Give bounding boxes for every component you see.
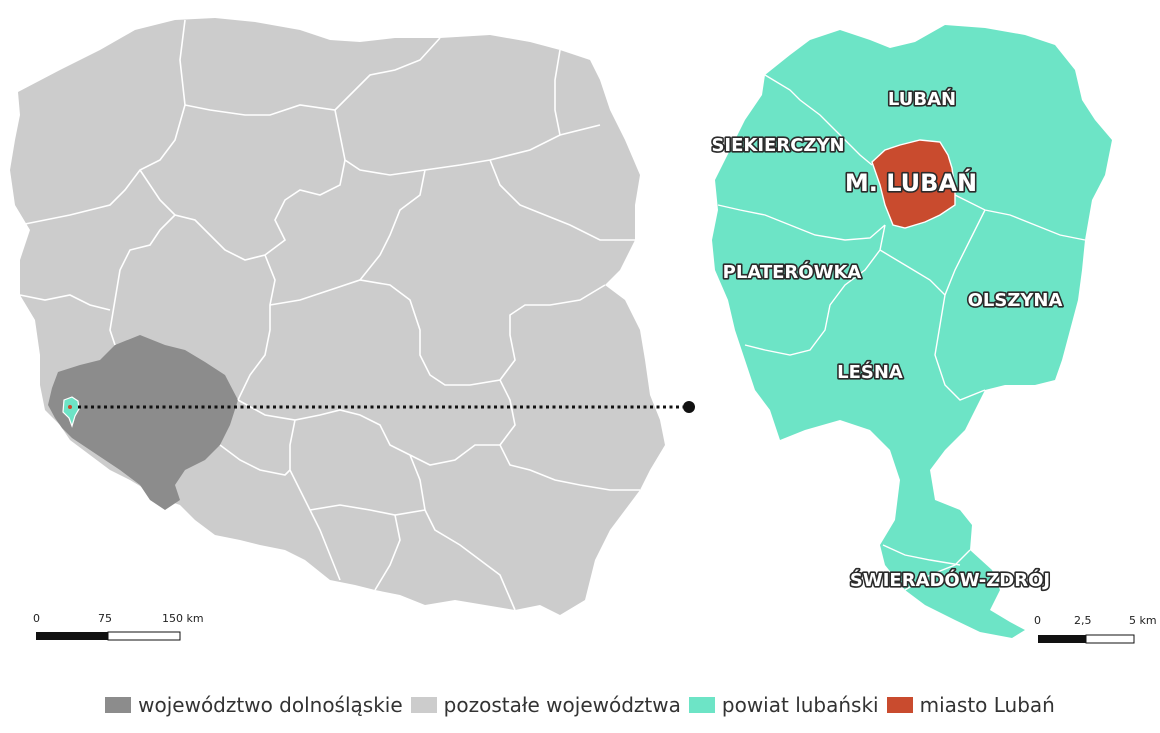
label-swieradow: ŚWIERADÓW-ZDRÓJ	[850, 569, 1050, 591]
legend: województwo dolnośląskie pozostałe wojew…	[0, 693, 1160, 717]
poland-scale-bar: 0 75 150 km	[33, 612, 204, 641]
label-lesna: LEŚNA	[837, 361, 903, 383]
legend-label-miasto: miasto Lubań	[919, 693, 1055, 717]
miasto-luban	[871, 139, 956, 229]
legend-label-powiat: powiat lubański	[721, 693, 879, 717]
voivodeship-borders	[19, 19, 640, 611]
poland-scale-tick-1: 75	[98, 612, 112, 625]
powiat-scale-tick-2: 5 km	[1129, 614, 1157, 627]
legend-label-other: pozostałe województwa	[443, 693, 681, 717]
poland-map: 0 75 150 km	[10, 18, 695, 641]
legend-item-other: pozostałe województwa	[410, 693, 681, 717]
powiat-locator	[62, 396, 80, 428]
powiat-luban-outline	[712, 25, 1112, 638]
connector-end-dot	[683, 401, 695, 413]
legend-item-dolnoslaskie: województwo dolnośląskie	[105, 693, 403, 717]
label-siekierczyn: SIEKIERCZYN	[711, 135, 844, 156]
gmina-borders	[717, 74, 1086, 591]
poland-scale-tick-2: 150 km	[162, 612, 204, 625]
label-luban: LUBAŃ	[888, 88, 956, 110]
legend-item-powiat: powiat lubański	[688, 693, 879, 717]
label-olszyna: OLSZYNA	[968, 290, 1063, 311]
label-platerowka: PLATERÓWKA	[723, 261, 862, 283]
legend-item-miasto: miasto Lubań	[886, 693, 1055, 717]
legend-swatch-miasto	[886, 697, 913, 713]
poland-scale-tick-0: 0	[33, 612, 40, 625]
poland-dolnoslaskie	[48, 335, 238, 510]
legend-label-dolnoslaskie: województwo dolnośląskie	[138, 693, 403, 717]
locator-dot	[68, 405, 72, 409]
powiat-scale-tick-0: 0	[1034, 614, 1041, 627]
label-m-luban: M. LUBAŃ	[845, 168, 977, 197]
powiat-scale-tick-1: 2,5	[1074, 614, 1092, 627]
powiat-scale-bar: 0 2,5 5 km	[1034, 614, 1157, 644]
legend-swatch-other	[410, 697, 437, 713]
legend-swatch-powiat	[688, 697, 715, 713]
powiat-map: LUBAŃ SIEKIERCZYN M. LUBAŃ PLATERÓWKA OL…	[710, 25, 1157, 644]
legend-swatch-dolnoslaskie	[105, 697, 132, 713]
